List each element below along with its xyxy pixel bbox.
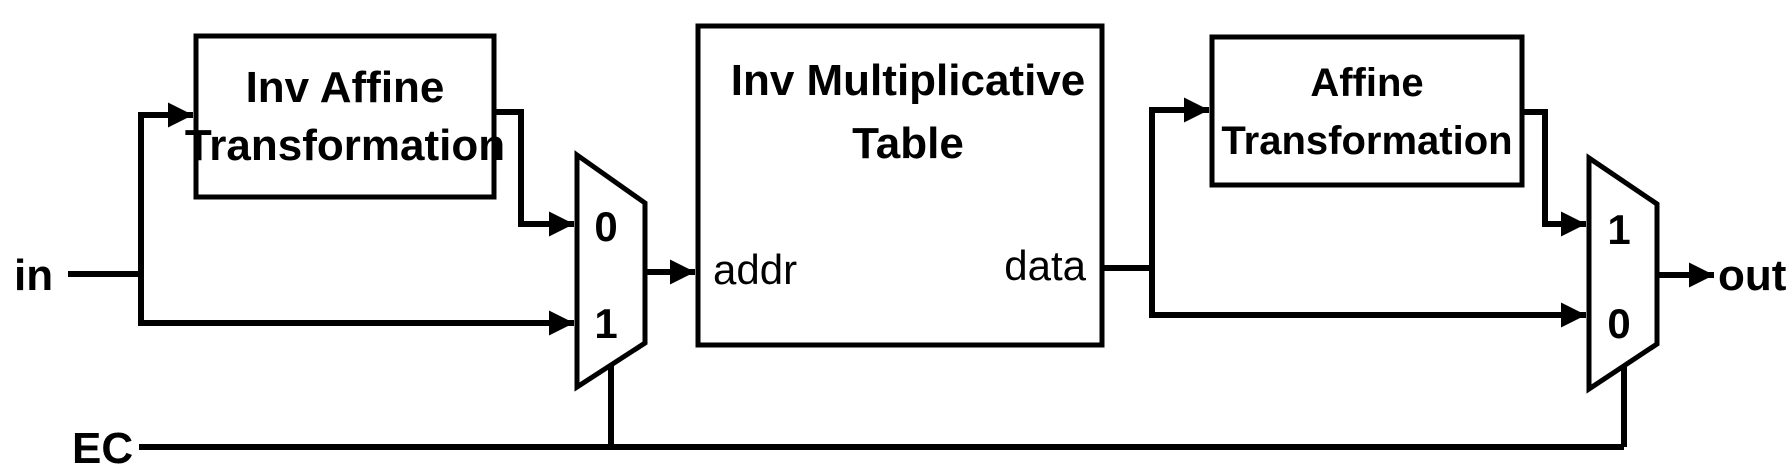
inv-affine-line1: Inv Affine <box>246 63 445 112</box>
input-to-mux1-bypass-wire <box>138 274 574 336</box>
ec-label: EC <box>72 424 133 473</box>
affine-to-mux2-wire <box>1522 109 1586 237</box>
mux1-input-1-label: 1 <box>594 300 617 347</box>
inv-mult-line1: Inv Multiplicative <box>731 56 1086 105</box>
input-to-inv-affine-wire <box>138 102 193 274</box>
mux-1: 0 1 <box>574 150 648 392</box>
affine-transformation-block: Affine Transformation <box>1209 34 1525 188</box>
input-label: in <box>14 251 53 300</box>
data-port-label: data <box>1004 242 1086 289</box>
affine-line1: Affine <box>1310 61 1423 105</box>
inv-affine-transformation-block: Inv Affine Transformation <box>185 33 505 200</box>
output-label: out <box>1718 251 1787 300</box>
addr-port-label: addr <box>713 246 797 293</box>
mux1-input-0-label: 0 <box>594 203 617 250</box>
inv-affine-to-mux1-wire <box>494 109 574 237</box>
inv-mult-line2: Table <box>852 119 964 168</box>
data-to-affine-wire <box>1149 97 1209 268</box>
inv-affine-line2: Transformation <box>185 121 505 170</box>
mux-2: 1 0 <box>1586 153 1660 394</box>
mux2-input-0-label: 0 <box>1607 300 1630 347</box>
data-to-mux2-bypass-wire <box>1149 268 1586 328</box>
inv-multiplicative-table-block: Inv Multiplicative Table addr data <box>695 23 1105 348</box>
mux2-input-1-label: 1 <box>1607 206 1630 253</box>
affine-line2: Transformation <box>1221 119 1512 163</box>
